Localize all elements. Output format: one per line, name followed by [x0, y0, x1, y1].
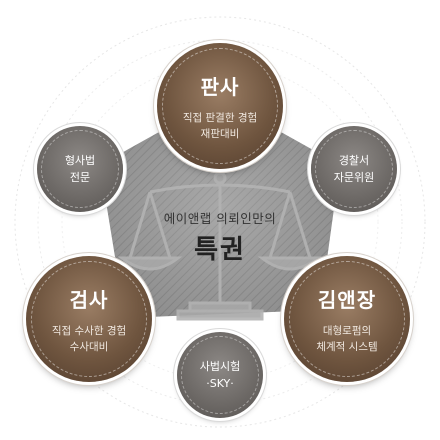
inner-ring	[61, 63, 379, 381]
police-advisor-line-1: 경찰서	[338, 154, 370, 167]
police-advisor-circle: 경찰서 자문위원	[311, 126, 397, 212]
judge-line-1: 직접 판결한 경험	[182, 111, 258, 124]
center-title: 특권	[194, 235, 246, 265]
criminal-law-line-1: 형사법	[64, 154, 96, 167]
judge-line-2: 재판대비	[200, 127, 240, 140]
kim-chang-title: 김앤장	[317, 287, 377, 312]
judge-title: 판사	[200, 74, 240, 99]
center-label: 에이앤랩 의뢰인만의 특권	[120, 208, 320, 266]
bar-exam-line-2: ·SKY·	[206, 377, 234, 390]
bar-exam-line-1: 사법시험	[199, 360, 241, 373]
kim-chang-line-1: 대형로펌의	[322, 324, 372, 337]
police-advisor-line-2: 자문위원	[333, 171, 375, 184]
kim-chang-circle: 김앤장 대형로펌의 체계적 시스템	[284, 256, 410, 382]
prosecutor-circle: 검사 직접 수사한 경험 수사대비	[26, 256, 152, 382]
prosecutor-line-1: 직접 수사한 경험	[51, 324, 127, 337]
center-subtitle: 에이앤랩 의뢰인만의	[163, 211, 277, 226]
criminal-law-circle: 형사법 전문	[37, 126, 123, 212]
outer-ring	[14, 16, 426, 428]
judge-circle: 판사 직접 판결한 경험 재판대비	[157, 43, 283, 169]
bar-exam-circle: 사법시험 ·SKY·	[177, 332, 263, 418]
kim-chang-line-2: 체계적 시스템	[316, 340, 378, 353]
prosecutor-line-2: 수사대비	[69, 340, 109, 353]
criminal-law-line-2: 전문	[69, 171, 91, 184]
scales-of-justice-icon	[117, 171, 323, 321]
prosecutor-title: 검사	[69, 287, 109, 312]
